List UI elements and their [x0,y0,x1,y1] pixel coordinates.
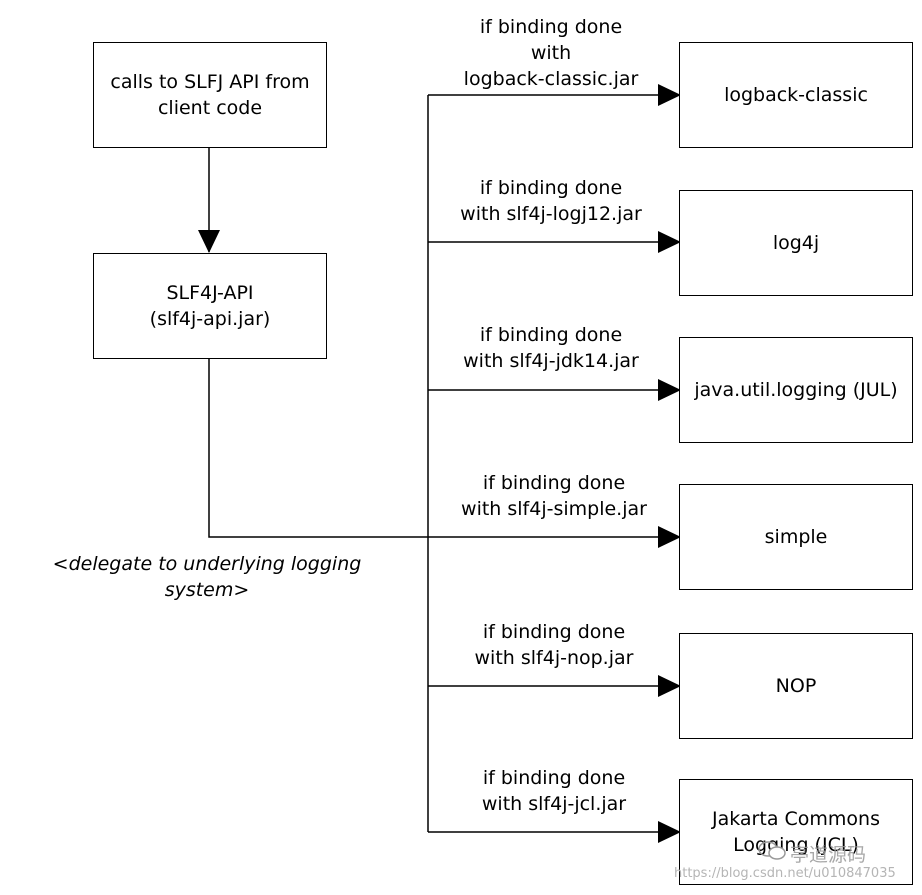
target-box-log4j: log4j [679,190,913,296]
binding-condition-logback: if binding done with logback-classic.jar [463,16,639,90]
delegate-note: <delegate to underlying logging system> [20,551,394,603]
target-box-nop: NOP [679,633,913,739]
watermark-brand: 亭道源码 [790,844,867,866]
slf4j-api-line1: SLF4J-API [166,282,254,304]
client-code-line2: client code [157,97,263,119]
watermark-logo-icon [758,840,786,862]
target-box-jul: java.util.logging (JUL) [679,337,913,443]
binding-condition-simple: if binding done with slf4j-simple.jar [461,472,647,520]
client-code-box: calls to SLFJ API from client code [93,42,327,148]
client-code-line1: calls to SLFJ API from [110,71,310,93]
slf4j-api-line2: (slf4j-api.jar) [149,308,271,330]
binding-condition-jcl: if binding done with slf4j-jcl.jar [481,767,627,815]
target-box-logback-classic: logback-classic [679,42,913,148]
slf4j-api-box: SLF4J-API (slf4j-api.jar) [93,253,327,359]
binding-condition-nop: if binding done with slf4j-nop.jar [474,621,634,669]
api-delegate-line [208,358,428,538]
delegate-note-line1: <delegate to underlying logging [52,553,362,575]
watermark-url: https://blog.csdn.net/u010847035 [674,866,896,881]
delegate-note-line2: system> [164,579,250,601]
target-box-jcl: Jakarta Commons Logging (JCL) [679,779,913,885]
binding-condition-jul: if binding done with slf4j-jdk14.jar [463,324,639,372]
target-box-simple: simple [679,484,913,590]
binding-condition-log4j: if binding done with slf4j-logj12.jar [460,177,642,225]
